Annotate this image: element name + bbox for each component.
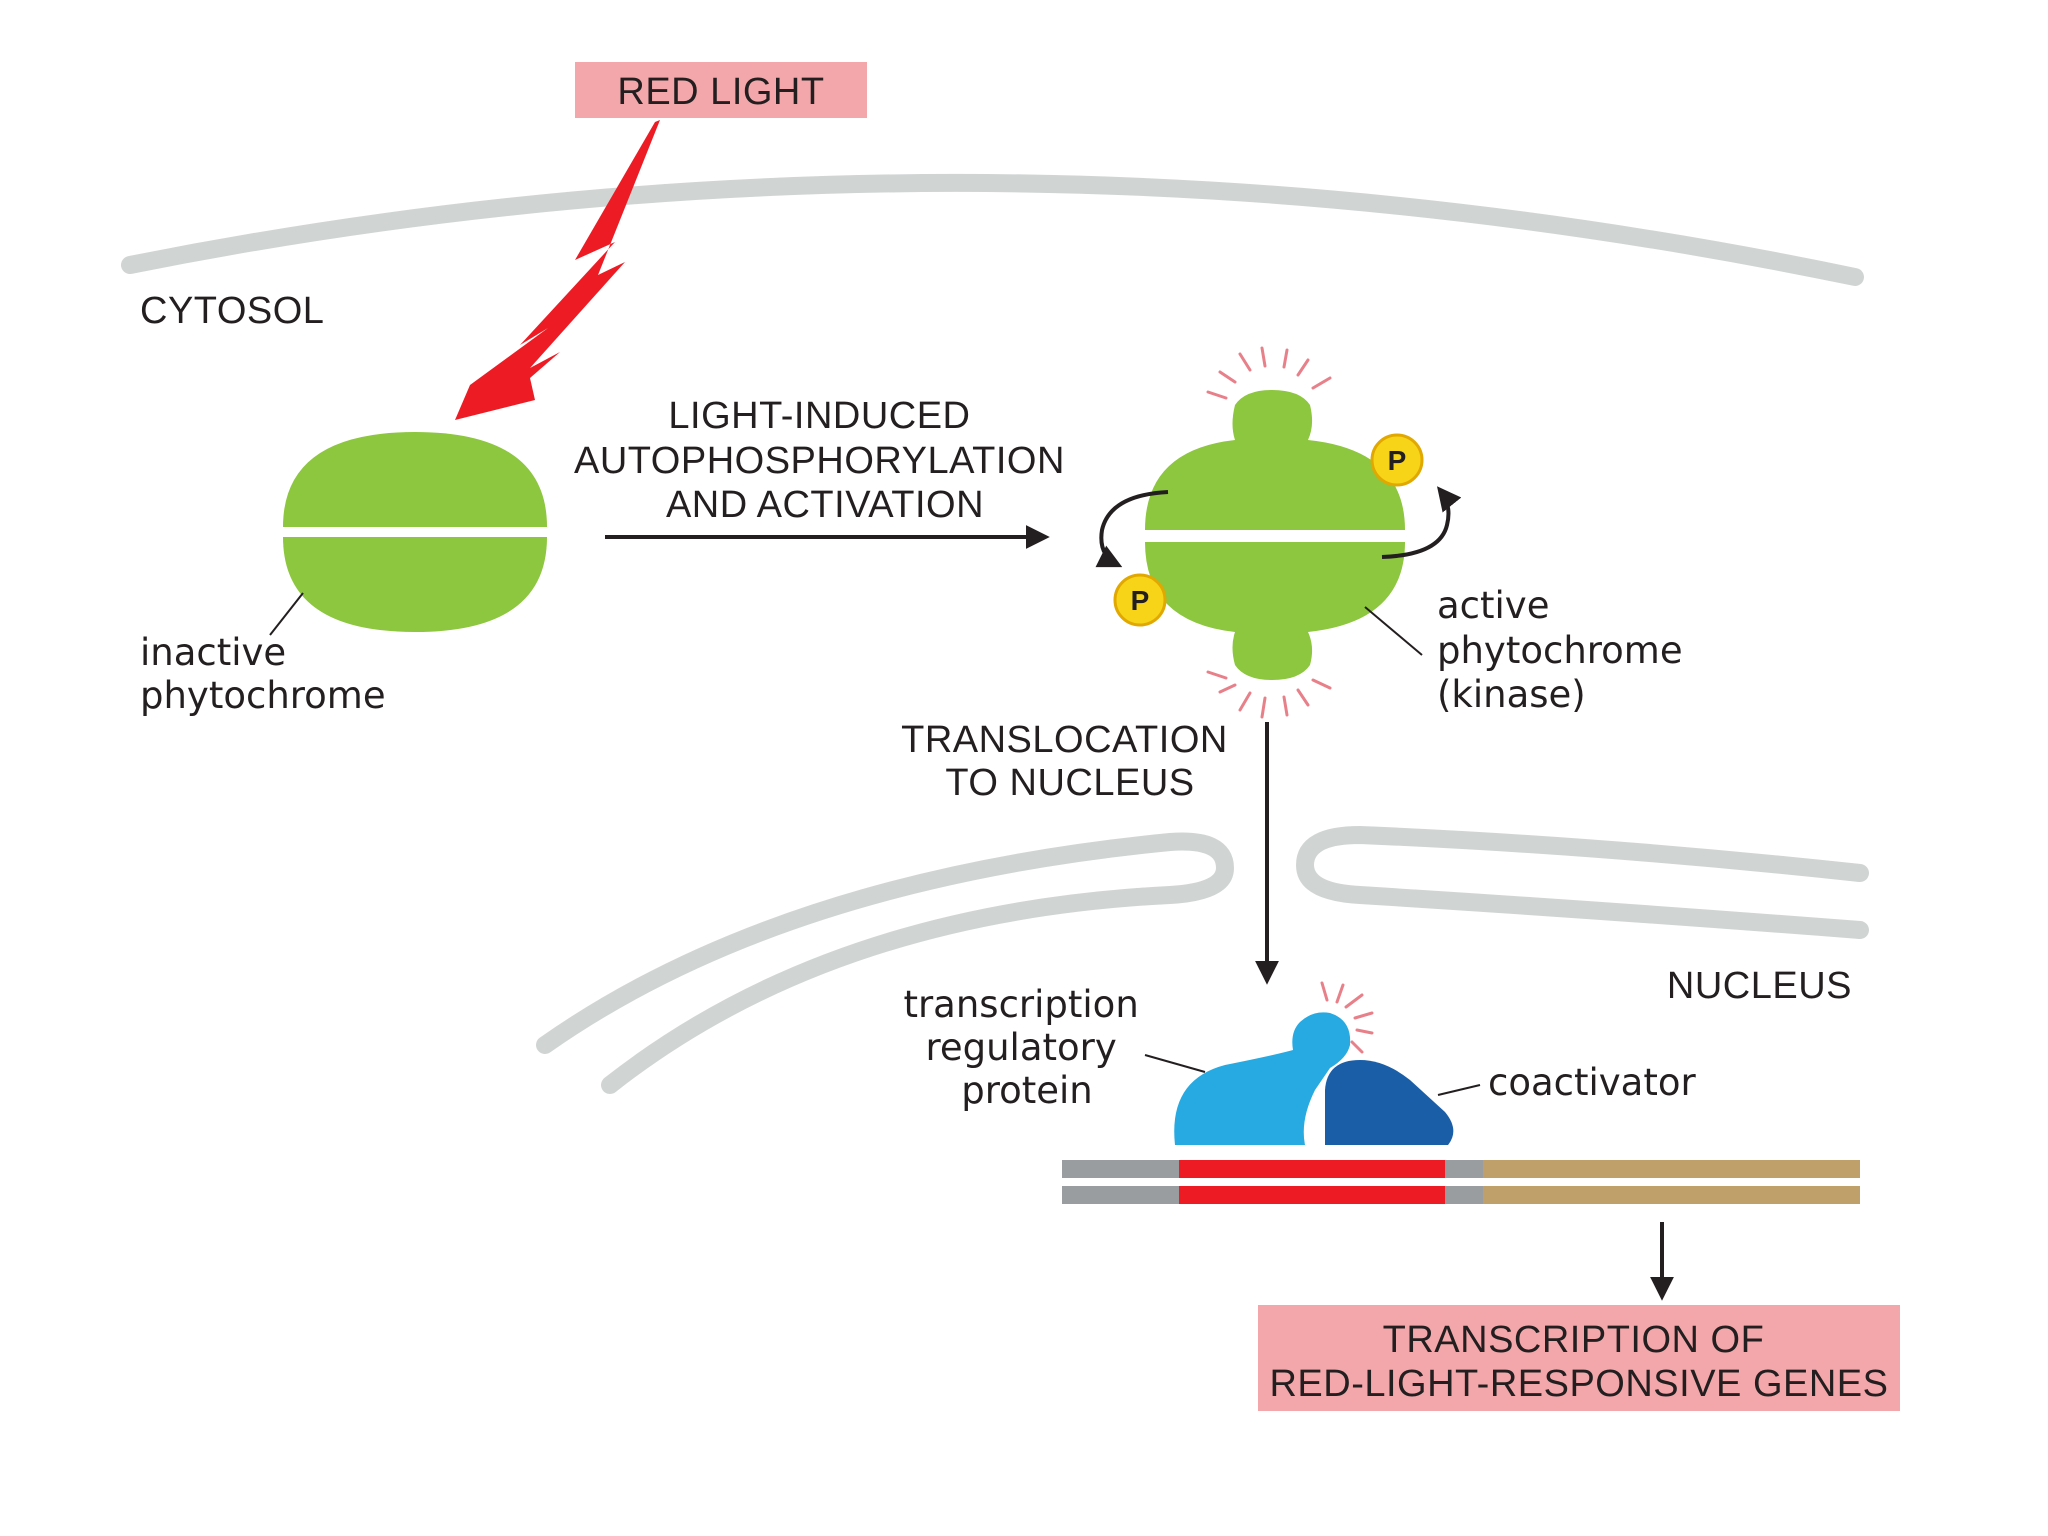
autophosphorylation-arrow-right-icon [1381, 486, 1462, 559]
activity-rays-top-icon [1206, 346, 1332, 400]
coactivator [1325, 1060, 1454, 1145]
inactive-phytochrome-leader-line [269, 592, 304, 636]
red-light-label: RED LIGHT [617, 71, 824, 113]
active-phytochrome-top [1145, 390, 1405, 530]
cytosol-label: CYTOSOL [140, 290, 324, 332]
activity-rays-bottom-icon [1206, 670, 1332, 719]
coactivator-label: coactivator [1488, 1061, 1696, 1104]
inactive-phytochrome-label: inactive phytochrome [140, 631, 386, 717]
transcription-regulatory-protein-label: transcription regulatory protein [903, 983, 1150, 1112]
dna-promoter-upper [1179, 1160, 1445, 1178]
active-phytochrome-bottom [1145, 542, 1405, 680]
inactive-phytochrome-top [283, 432, 547, 527]
dna-double-strand [1062, 1160, 1860, 1204]
active-phytochrome [1145, 346, 1405, 719]
dna-upper-gray-mid [1445, 1160, 1483, 1178]
cell-membrane [121, 173, 1864, 286]
active-phytochrome-leader-line [1364, 606, 1423, 656]
phosphate-label-right: P [1388, 445, 1407, 476]
dna-gene-upper [1483, 1160, 1860, 1178]
autophosphorylation-arrow-left-icon [1095, 490, 1169, 568]
red-light-bolt-icon [455, 120, 660, 420]
translocation-label: TRANSLOCATION TO NUCLEUS [901, 719, 1239, 804]
dna-gene-lower [1483, 1186, 1860, 1204]
dna-promoter-lower [1179, 1186, 1445, 1204]
dna-lower-gray-left [1062, 1186, 1179, 1204]
coactivator-leader-line [1437, 1084, 1481, 1096]
dna-lower-gray-mid [1445, 1186, 1483, 1204]
transcription-regulatory-protein [1174, 1012, 1351, 1145]
nuclear-envelope-right [1296, 826, 1869, 939]
inactive-phytochrome-bottom [283, 537, 547, 632]
phosphate-group-left: P [1113, 573, 1167, 627]
active-phytochrome-label: active phytochrome (kinase) [1437, 584, 1694, 716]
output-label: TRANSCRIPTION OF RED-LIGHT-RESPONSIVE GE… [1269, 1319, 1888, 1405]
red-light-label-box [575, 62, 867, 118]
phosphate-group-right: P [1370, 433, 1424, 487]
nuclear-envelope-left [536, 832, 1234, 1094]
activity-rays-trp-icon [1320, 981, 1374, 1054]
dna-upper-gray-left [1062, 1160, 1179, 1178]
phosphate-label-left: P [1131, 585, 1150, 616]
nucleus-label: NUCLEUS [1667, 965, 1852, 1007]
inactive-phytochrome [283, 432, 547, 632]
trp-leader-line [1144, 1054, 1206, 1073]
activation-step-label: LIGHT-INDUCED AUTOPHOSPHORYLATION AND AC… [574, 395, 1076, 526]
output-label-box [1258, 1305, 1900, 1411]
